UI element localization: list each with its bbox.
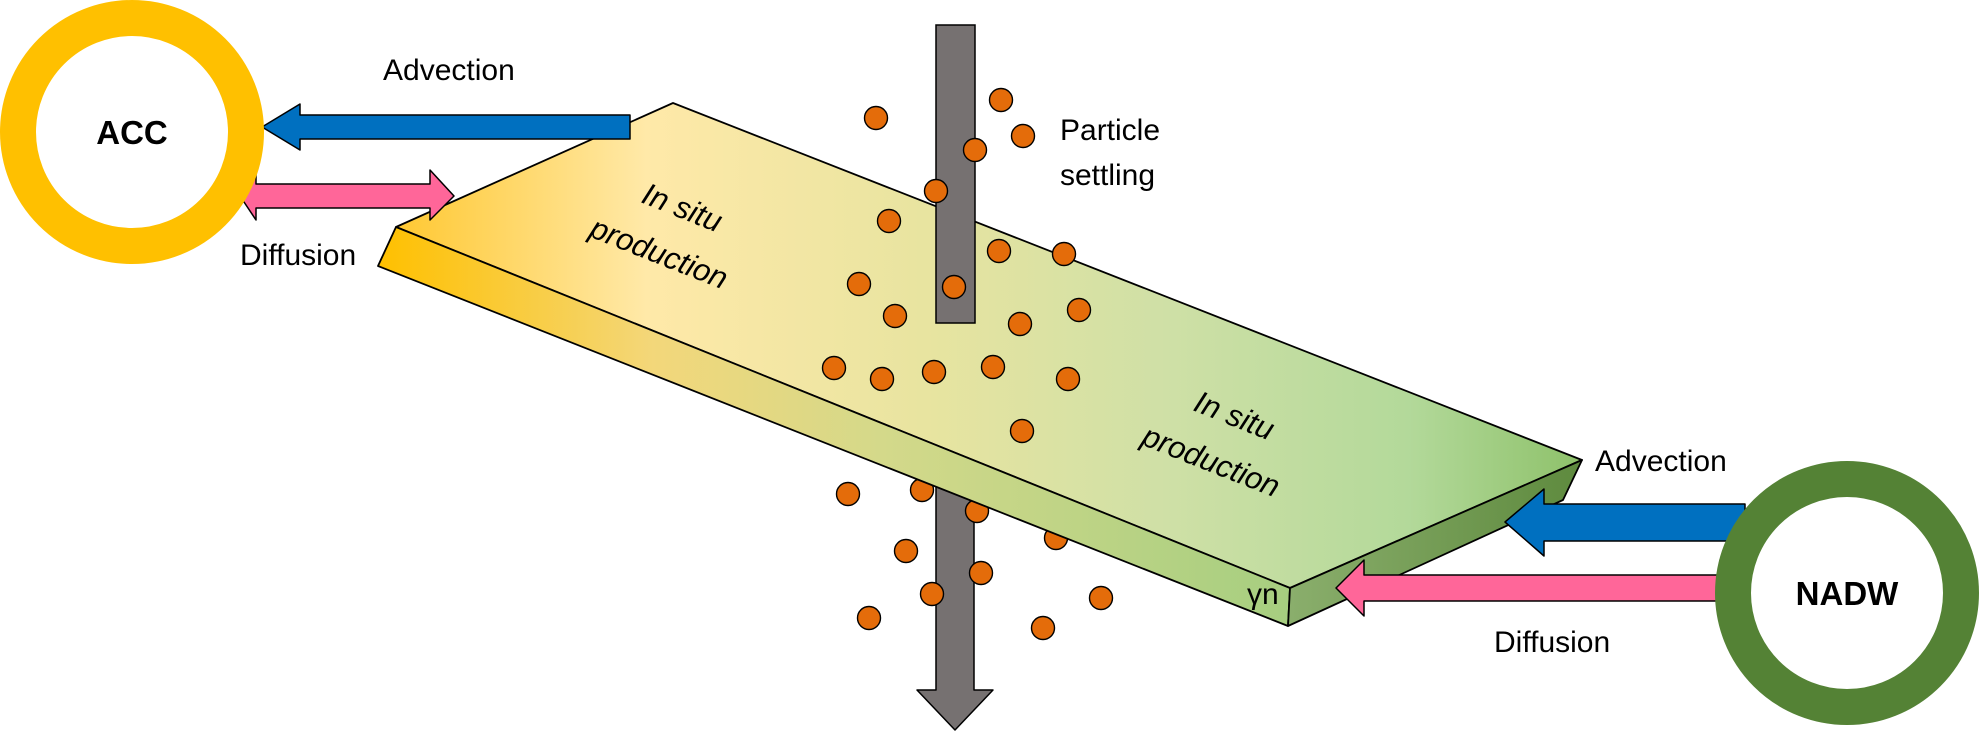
particle-dot-icon [921, 359, 947, 385]
particle-dot-icon [863, 105, 889, 131]
acc-node: ACC [0, 0, 264, 264]
particle-dot-icon [869, 366, 895, 392]
particle-dot-icon [856, 605, 882, 631]
particle-dot-icon [968, 560, 994, 586]
slab-top-face [395, 102, 1583, 589]
particle-dot-icon [962, 137, 988, 163]
particle-dot-icon [919, 581, 945, 607]
advection-arrow-left [261, 103, 631, 151]
particle-dot-icon [980, 354, 1006, 380]
acc-label: ACC [96, 114, 168, 151]
particle-dot-icon [1010, 123, 1036, 149]
particle-dot-icon [846, 271, 872, 297]
diffusion-label-right: Diffusion [1494, 626, 1610, 659]
particle-dot-icon [1051, 241, 1077, 267]
particle-dot-icon [876, 208, 902, 234]
particle-dot-icon [835, 481, 861, 507]
particle-dot-icon [923, 178, 949, 204]
particle-dot-icon [1007, 311, 1033, 337]
advection-label-right: Advection [1595, 445, 1727, 478]
particle-dot-icon [882, 303, 908, 329]
settling-column-upper [935, 24, 976, 324]
particle-dot-icon [1030, 615, 1056, 641]
nadw-label: NADW [1796, 575, 1899, 612]
particle-dot-icon [893, 538, 919, 564]
particles-above-slab [821, 87, 1092, 444]
particle-dot-icon [1066, 297, 1092, 323]
particle-dot-icon [988, 87, 1014, 113]
particle-settling-label-line2: settling [1060, 159, 1155, 192]
diffusion-arrow-left [239, 169, 455, 221]
nadw-node: NADW [1715, 461, 1979, 725]
diffusion-label-left: Diffusion [240, 239, 356, 272]
gamma-n-label: γn [1247, 578, 1279, 611]
settling-column-bar [935, 24, 976, 324]
advection-arrow-right [1504, 488, 1746, 557]
particle-settling-label-line1: Particle [1060, 114, 1160, 147]
density-layer-slab: γn [377, 102, 1583, 627]
particle-dot-icon [1009, 418, 1035, 444]
particle-dot-icon [941, 274, 967, 300]
particle-dot-icon [986, 238, 1012, 264]
advection-label-left: Advection [383, 54, 515, 87]
particle-dot-icon [821, 355, 847, 381]
particle-dot-icon [1088, 585, 1114, 611]
nadw-ring-icon [1715, 461, 1979, 725]
particle-dot-icon [1055, 366, 1081, 392]
acc-ring-icon [0, 0, 264, 264]
